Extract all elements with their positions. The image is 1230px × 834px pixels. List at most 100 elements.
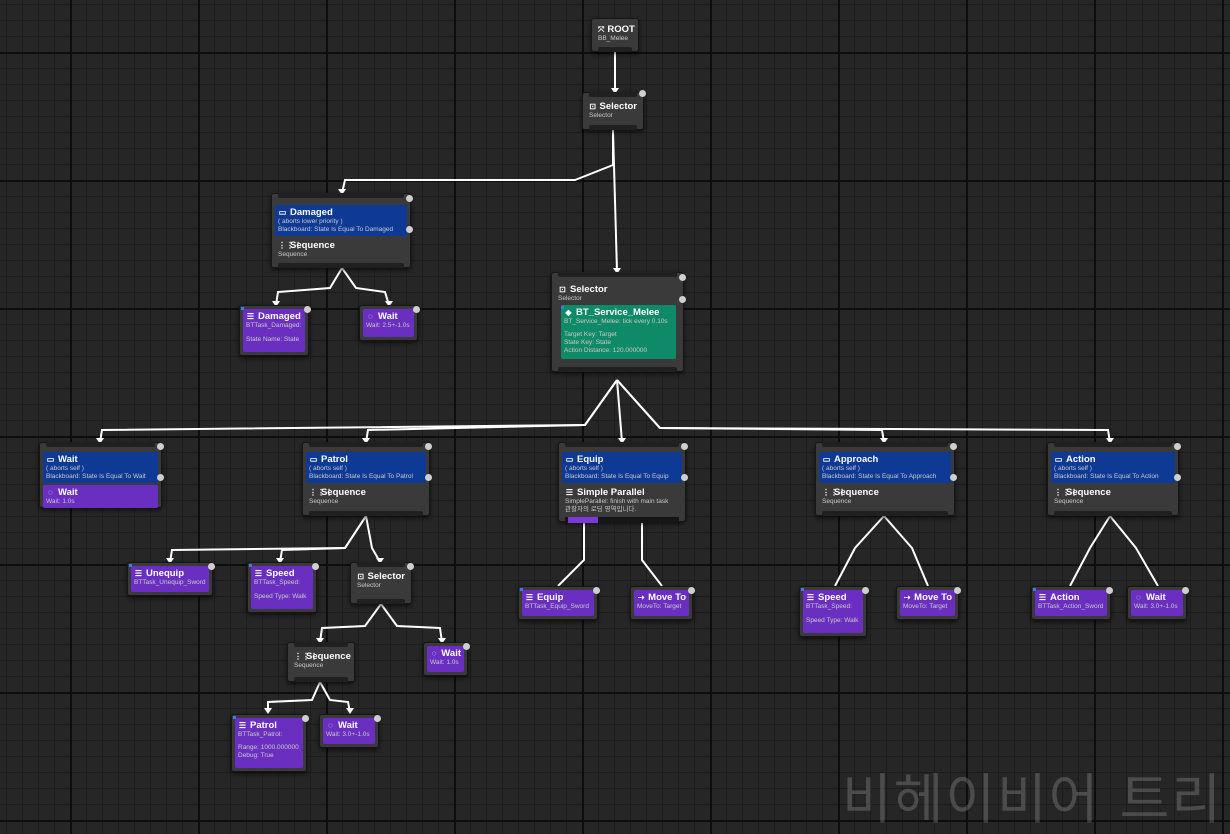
- breakpoint-dot[interactable]: [407, 563, 414, 570]
- breakpoint-dot[interactable]: [1174, 443, 1181, 450]
- patrol-branch-node[interactable]: ▭Patrol ( aborts self ) Blackboard: Stat…: [302, 442, 432, 516]
- blackboard-decorator-icon: ▭: [46, 454, 55, 464]
- wire-approach-speed: [834, 515, 885, 587]
- decorator-abort: ( aborts self ): [309, 465, 347, 472]
- task-title: Action: [1050, 592, 1080, 603]
- task-title: Speed: [818, 592, 847, 603]
- unequip-task-node[interactable]: ☰Unequip BTTask_Unequip_Sword: [127, 562, 215, 596]
- breakpoint-dot[interactable]: [1182, 587, 1189, 594]
- action-task-node[interactable]: ☰Action BTTask_Action_Sword: [1031, 586, 1113, 620]
- action-decorator[interactable]: ▭Action ( aborts self ) Blackboard: Stat…: [1051, 452, 1175, 483]
- service-icon: ◈: [565, 307, 572, 317]
- service-param: Action Distance: 120.000000: [564, 347, 648, 354]
- equip-branch-node[interactable]: ▭Equip ( aborts self ) Blackboard: State…: [558, 442, 688, 523]
- breakpoint-dot[interactable]: [1106, 587, 1113, 594]
- breakpoint-dot[interactable]: [208, 563, 215, 570]
- blackboard-decorator-icon: ▭: [565, 454, 574, 464]
- wait-clock-icon: ◌: [328, 720, 333, 730]
- breakpoint-dot[interactable]: [681, 443, 688, 450]
- decorator-condition: Blackboard: State Is Equal To Wait: [46, 473, 146, 480]
- speed-task-node[interactable]: ☰Speed BTTask_Speed: Speed Type: Walk: [247, 562, 319, 613]
- parallel-icon: ☰: [565, 487, 574, 497]
- breakpoint-dot[interactable]: [302, 715, 309, 722]
- composite-title: Simple Parallel: [577, 487, 645, 498]
- breakpoint-dot[interactable]: [639, 90, 646, 97]
- task-title: Wait: [441, 648, 461, 659]
- decorator-abort: ( aborts self ): [822, 465, 860, 472]
- wire-main-wait: [99, 379, 618, 443]
- breakpoint-dot[interactable]: [413, 306, 420, 313]
- selector-title: Selector: [367, 571, 406, 582]
- task-sub: Wait: 2.5+-1.0s: [366, 322, 410, 329]
- breakpoint-dot[interactable]: [304, 306, 311, 313]
- action-wait-node[interactable]: ◌Wait Wait: 3.0+-1.0s: [1127, 586, 1189, 620]
- task-icon: ☰: [254, 568, 263, 578]
- breakpoint-dot[interactable]: [425, 474, 432, 481]
- breakpoint-dot[interactable]: [862, 587, 869, 594]
- damaged-sequence-node[interactable]: ▭Damaged ( aborts lower priority ) Black…: [271, 193, 413, 268]
- wait-task[interactable]: ◌Wait Wait: 1.0s: [43, 485, 158, 508]
- sequence-sub: Sequence: [294, 662, 324, 669]
- wait-branch-node[interactable]: ▭Wait ( aborts self ) Blackboard: State …: [39, 442, 164, 508]
- breakpoint-dot[interactable]: [954, 587, 961, 594]
- patrol-selector-node[interactable]: ⊡Selector Selector: [350, 562, 414, 604]
- service-title: BT_Service_Melee: [576, 307, 660, 318]
- approach-speed-node[interactable]: ☰Speed BTTask_Speed: Speed Type: Walk: [799, 586, 869, 637]
- wire-main-patrol: [365, 379, 618, 443]
- decorator-abort: ( aborts lower priority ): [278, 218, 343, 225]
- service-node[interactable]: ◈BT_Service_Melee BT_Service_Melee: tick…: [561, 305, 676, 359]
- task-title: Wait: [1146, 592, 1166, 603]
- root-sub: BB_Melee: [598, 35, 628, 42]
- blackboard-decorator-icon: ▭: [1054, 454, 1063, 464]
- breakpoint-dot[interactable]: [406, 195, 413, 202]
- patrol-sequence-node[interactable]: ⋮⋮⋮Sequence Sequence: [287, 642, 355, 682]
- breakpoint-dot[interactable]: [950, 474, 957, 481]
- composite-title: Sequence: [1066, 487, 1111, 498]
- task-sub: BTTask_Damaged:: [246, 322, 302, 329]
- breakpoint-dot[interactable]: [157, 474, 164, 481]
- approach-branch-node[interactable]: ▭Approach ( aborts self ) Blackboard: St…: [815, 442, 957, 516]
- breakpoint-dot[interactable]: [374, 715, 381, 722]
- damaged-decorator[interactable]: ▭Damaged ( aborts lower priority ) Black…: [275, 205, 407, 236]
- task-title: Damaged: [258, 311, 301, 322]
- blackboard-decorator-icon: ▭: [278, 207, 287, 217]
- patrol-decorator[interactable]: ▭Patrol ( aborts self ) Blackboard: Stat…: [306, 452, 426, 483]
- breakpoint-dot[interactable]: [157, 443, 164, 450]
- approach-moveto-node[interactable]: ⇢Move To MoveTo: Target: [896, 586, 961, 620]
- breakpoint-dot[interactable]: [406, 226, 413, 233]
- breakpoint-dot[interactable]: [950, 443, 957, 450]
- breakpoint-dot[interactable]: [593, 587, 600, 594]
- root-node[interactable]: ⤧ROOT BB_Melee: [591, 18, 639, 52]
- patrol-wait1-node[interactable]: ◌Wait Wait: 1.0s: [423, 642, 470, 676]
- equip-decorator[interactable]: ▭Equip ( aborts self ) Blackboard: State…: [562, 452, 682, 483]
- equip-moveto-node[interactable]: ⇢Move To MoveTo: Target: [630, 586, 695, 620]
- breakpoint-dot[interactable]: [425, 443, 432, 450]
- approach-decorator[interactable]: ▭Approach ( aborts self ) Blackboard: St…: [819, 452, 951, 483]
- breakpoint-dot[interactable]: [463, 643, 470, 650]
- damaged-wait-node[interactable]: ◌Wait Wait: 2.5+-1.0s: [359, 305, 420, 341]
- parallel-pins[interactable]: [565, 517, 679, 523]
- patrol-task-node[interactable]: ☰Patrol BTTask_Patrol: Range: 1000.00000…: [231, 714, 309, 772]
- selector-top-node[interactable]: ⊡Selector Selector: [582, 90, 646, 130]
- breakpoint-dot[interactable]: [679, 274, 686, 281]
- decorator-title: Damaged: [290, 207, 333, 218]
- breakpoint-dot[interactable]: [681, 474, 688, 481]
- equip-task-node[interactable]: ☰Equip BTTask_Equip_Sword: [518, 586, 600, 620]
- sequence-icon: ⋮⋮⋮: [1054, 487, 1078, 497]
- action-branch-node[interactable]: ▭Action ( aborts self ) Blackboard: Stat…: [1047, 442, 1181, 516]
- breakpoint-dot[interactable]: [1174, 474, 1181, 481]
- wait-decorator[interactable]: ▭Wait ( aborts self ) Blackboard: State …: [43, 452, 158, 483]
- wire-sequence-wait: [319, 681, 351, 713]
- task-title: Move To: [648, 592, 686, 603]
- decorator-condition: Blackboard: State Is Equal To Equip: [565, 473, 669, 480]
- breakpoint-dot[interactable]: [679, 296, 686, 303]
- patrol-wait2-node[interactable]: ◌Wait Wait: 3.0+-1.0s: [319, 714, 381, 748]
- damaged-task-node[interactable]: ☰Damaged BTTask_Damaged: State Name: Sta…: [239, 305, 311, 356]
- selector-main-node[interactable]: ⊡Selector Selector ◈BT_Service_Melee BT_…: [551, 272, 686, 372]
- task-sub: BTTask_Unequip_Sword: [134, 579, 206, 586]
- composite-desc: 관찰자의 로딩 영역입니다.: [565, 506, 637, 513]
- task-icon: ☰: [134, 568, 143, 578]
- breakpoint-dot[interactable]: [312, 563, 319, 570]
- breakpoint-dot[interactable]: [688, 587, 695, 594]
